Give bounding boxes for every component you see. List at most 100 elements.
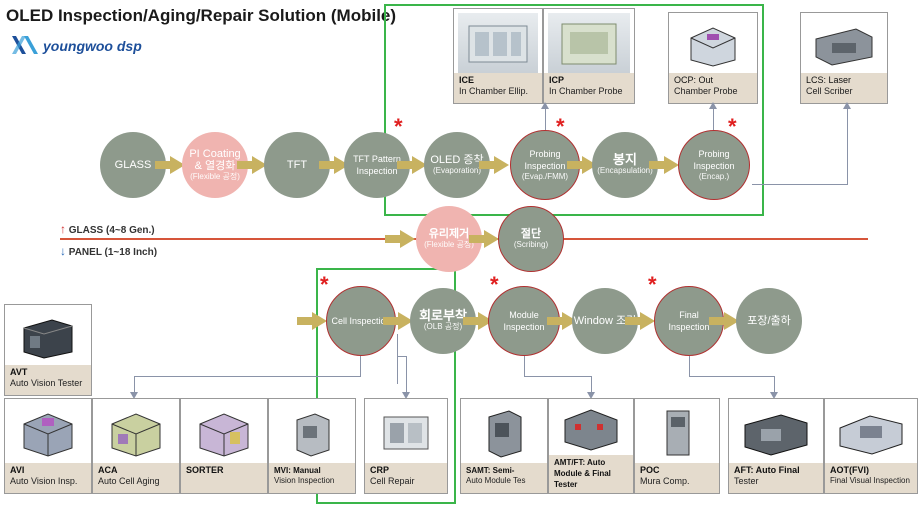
- card-avt-name: AVT: [10, 367, 28, 377]
- machine-icon: [111, 413, 161, 457]
- card-mvi-desc: Vision Inspection: [274, 476, 335, 485]
- card-samt-desc: Auto Module Tes: [466, 476, 526, 485]
- connector-line: [774, 376, 775, 394]
- flow-node-window[interactable]: Window 조립: [572, 288, 638, 354]
- machine-icon: [488, 410, 522, 458]
- card-sorter[interactable]: SORTER: [180, 398, 268, 494]
- legend-glass: ↑ GLASS (4~8 Gen.): [60, 222, 155, 236]
- card-aot-desc: Final Visual Inspection: [830, 476, 910, 485]
- connector-line: [134, 376, 135, 394]
- connector-arrow: [541, 102, 549, 109]
- flow-arrow: [385, 230, 415, 248]
- highlight-box-top: [384, 4, 764, 216]
- flow-arrow: [709, 312, 739, 330]
- card-aft-desc: Tester: [734, 476, 759, 486]
- card-amt-name: AMT/FT: Auto Module & Final Tester: [554, 458, 611, 489]
- connector-arrow: [770, 392, 778, 399]
- card-aca-desc: Auto Cell Aging: [98, 476, 160, 486]
- card-ocp-name: OCP: Out: [674, 75, 714, 85]
- connector-line: [591, 376, 592, 394]
- card-crp-name: CRP: [370, 465, 390, 475]
- node-label: Probing Inspection: [693, 149, 735, 171]
- connector-arrow: [402, 392, 410, 399]
- card-icp-name: ICP: [549, 75, 565, 85]
- page-title: OLED Inspection/Aging/Repair Solution (M…: [6, 6, 397, 25]
- machine-icon: [199, 413, 249, 457]
- connector-line: [689, 356, 690, 376]
- flow-arrow: [625, 312, 655, 330]
- machine-icon: [744, 414, 808, 456]
- connector-line: [713, 104, 714, 130]
- machine-icon: [564, 409, 618, 451]
- flow-node-probing-evap[interactable]: Probing Inspection(Evap./FMM): [510, 130, 580, 200]
- card-ice-name: ICE: [459, 75, 475, 85]
- machine-icon: [383, 416, 429, 450]
- flow-node-encap[interactable]: 봉지(Encapsulation): [592, 132, 658, 198]
- flow-arrow: [237, 156, 267, 174]
- node-label: PI Coating & 열경화: [189, 148, 241, 172]
- connector-line: [406, 356, 407, 394]
- machine-icon: [666, 410, 690, 456]
- legend-glass-label: GLASS (4~8 Gen.): [68, 225, 155, 236]
- card-avt-desc: Auto Vision Tester: [10, 378, 83, 388]
- connector-line: [689, 376, 775, 377]
- inspection-star-icon: *: [490, 272, 499, 297]
- card-samt[interactable]: SAMT: Semi-Auto Module Tes: [460, 398, 548, 494]
- flow-node-probing-encap[interactable]: Probing Inspection(Encap.): [678, 130, 750, 200]
- flow-arrow: [649, 156, 679, 174]
- machine-icon: [23, 413, 73, 457]
- card-crp-desc: Cell Repair: [370, 476, 415, 486]
- node-sublabel: (OLB 공정): [423, 322, 463, 331]
- node-label: Window 조립: [573, 315, 637, 327]
- machine-icon: [296, 413, 330, 457]
- flow-node-scribing[interactable]: 절단(Scribing): [498, 206, 564, 272]
- node-label: 유리제거: [428, 228, 470, 240]
- card-avi-desc: Auto Vision Insp.: [10, 476, 78, 486]
- down-arrow-icon: ↓: [60, 244, 66, 258]
- node-label: Probing Inspection: [524, 149, 566, 171]
- card-lcs-desc: Cell Scriber: [806, 86, 853, 96]
- connector-line: [397, 356, 407, 357]
- connector-arrow: [130, 392, 138, 399]
- node-sublabel: (Encapsulation): [597, 166, 653, 175]
- flow-arrow: [479, 156, 509, 174]
- node-label: TFT: [286, 159, 308, 171]
- connector-line: [752, 184, 848, 185]
- card-aot-name: AOT(FVI): [830, 465, 869, 475]
- inspection-star-icon: *: [728, 114, 737, 139]
- machine-icon: [690, 27, 736, 67]
- card-sorter-name: SORTER: [186, 465, 224, 475]
- connector-line: [847, 104, 848, 184]
- flow-arrow: [383, 312, 413, 330]
- connector-line: [134, 376, 361, 377]
- up-arrow-icon: ↑: [60, 222, 66, 236]
- connector-line: [397, 334, 398, 384]
- inspection-star-icon: *: [648, 272, 657, 297]
- node-label: OLED 증착: [430, 154, 484, 166]
- node-label: 포장/출하: [747, 315, 791, 327]
- card-amt[interactable]: AMT/FT: Auto Module & Final Tester: [548, 398, 634, 494]
- card-aot[interactable]: AOT(FVI)Final Visual Inspection: [824, 398, 918, 494]
- flow-arrow: [155, 156, 185, 174]
- logo-text: youngwoo dsp: [43, 38, 142, 54]
- connector-line: [545, 104, 546, 130]
- connector-arrow: [843, 102, 851, 109]
- legend-panel: ↓ PANEL (1~18 Inch): [60, 244, 157, 258]
- flow-node-packing[interactable]: 포장/출하: [736, 288, 802, 354]
- company-logo: youngwoo dsp: [10, 34, 150, 58]
- machine-icon: [561, 23, 617, 65]
- machine-icon: [468, 25, 528, 63]
- node-label: Cell Inspection: [331, 316, 391, 326]
- machine-icon: [815, 28, 873, 66]
